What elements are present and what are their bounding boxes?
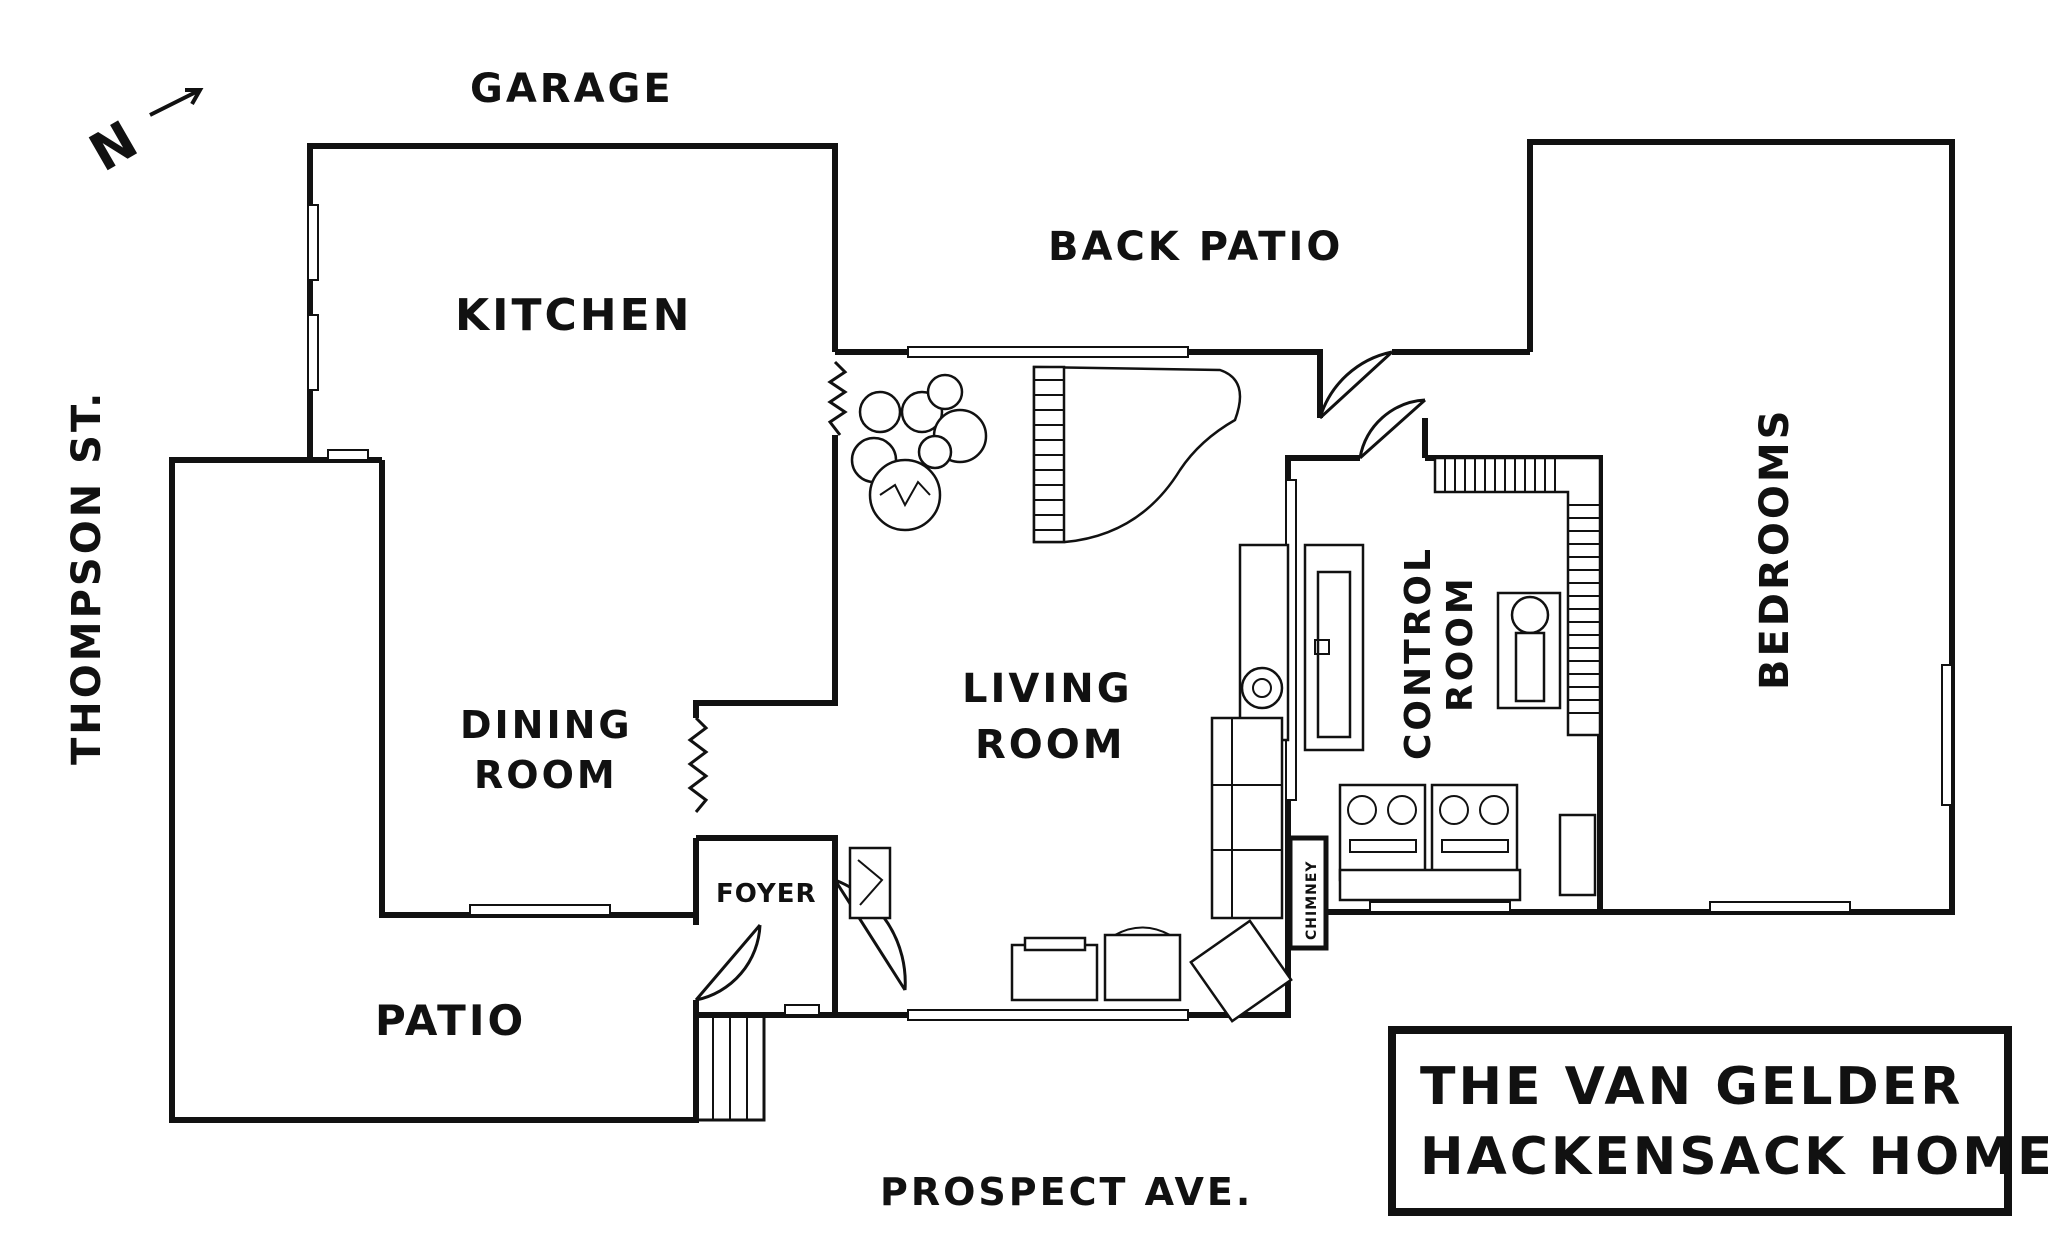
title-box: THE VAN GELDER HACKENSACK HOME — [1388, 1026, 2048, 1216]
control-room-label-line1: CONTROL — [1398, 546, 1439, 760]
control-desk — [1496, 591, 1562, 710]
patio-label: PATIO — [375, 996, 526, 1045]
foyer-label: FOYER — [716, 879, 817, 909]
dining-inner-wall — [379, 460, 696, 918]
prospect-ave-label: PROSPECT AVE. — [880, 1170, 1253, 1214]
dining-room-label-line1: DINING — [460, 703, 633, 747]
foyer-chair — [848, 846, 892, 920]
doors — [687, 350, 1426, 1122]
drum-kit — [850, 373, 988, 532]
chimney-box — [1287, 835, 1329, 951]
sofa — [1210, 716, 1284, 920]
tape-machines — [1338, 783, 1597, 902]
windows — [307, 204, 1953, 1021]
piano-keys — [1034, 379, 1064, 531]
dining-room-label-line2: ROOM — [474, 753, 618, 797]
back-patio-label: BACK PATIO — [1048, 224, 1343, 270]
front-door-swing — [694, 924, 762, 1002]
chimney-label: CHIMNEY — [1304, 860, 1320, 940]
kitchen-accordion-door — [827, 360, 848, 436]
back-door-swing — [1318, 350, 1394, 420]
control-window-wall — [1238, 543, 1365, 752]
control-door-swing — [1358, 398, 1426, 460]
kitchen-living-wall — [693, 435, 838, 718]
kitchen-label: KITCHEN — [455, 290, 692, 341]
living-room-label-line2: ROOM — [975, 722, 1126, 768]
control-room-label-line2: ROOM — [1440, 575, 1481, 712]
bedrooms-label: BEDROOMS — [1752, 408, 1798, 690]
north-arrow — [149, 88, 204, 117]
title-line1: THE VAN GELDER — [1420, 1057, 1963, 1117]
garage-label: GARAGE — [470, 66, 674, 112]
thompson-st-label: THOMPSON ST. — [64, 390, 110, 765]
mixing-console — [1433, 456, 1602, 737]
foyer-box — [696, 835, 838, 880]
dining-accordion-door — [687, 716, 709, 813]
living-room-label-line1: LIVING — [962, 666, 1133, 712]
kitchen-wall — [307, 143, 838, 460]
front-steps — [694, 1013, 766, 1122]
grand-piano — [1032, 365, 1242, 544]
title-line2: HACKENSACK HOME — [1420, 1127, 2048, 1187]
north-label: N — [80, 109, 150, 184]
living-chairs — [1010, 919, 1293, 1023]
